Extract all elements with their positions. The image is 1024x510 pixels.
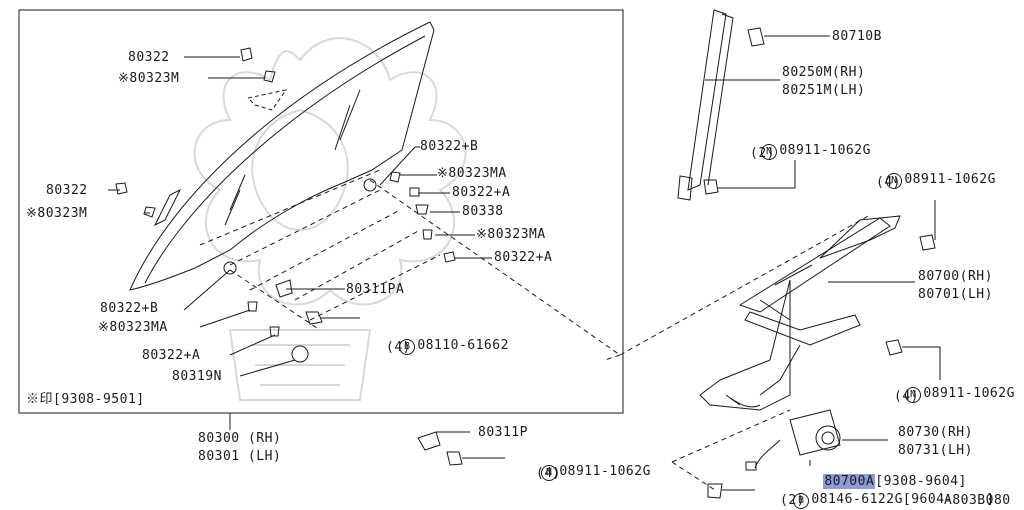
label-80322b-2: 80322+B: [100, 301, 159, 316]
label-08911-a-qty: (2): [750, 146, 775, 161]
label-80301: 80301 (LH): [198, 449, 282, 464]
label-80300: 80300 (RH): [198, 431, 282, 446]
label-08911-d-qty: (4): [536, 466, 561, 481]
fasteners-left: [115, 47, 456, 363]
label-80338: 80338: [462, 204, 504, 219]
label-80322a-3: 80322+A: [142, 348, 201, 363]
leader-lines-left: [108, 56, 492, 430]
label-08110-qty: (4): [386, 340, 411, 355]
asterisk-note: ※印[9308-9501]: [26, 392, 145, 407]
label-80700: 80700(RH): [918, 269, 993, 284]
label-80700a: 80700A[9308-9604]: [823, 474, 967, 489]
label-80322a-2: 80322+A: [494, 250, 553, 265]
label-80730: 80730(RH): [898, 425, 973, 440]
highlight-80700a: 80700A: [823, 474, 876, 489]
label-08911-b-qty: (4): [876, 175, 901, 190]
nut-n-icon: N: [886, 173, 903, 189]
label-80322b: 80322+B: [420, 139, 479, 154]
label-80323ma-2: ※80323MA: [476, 227, 546, 242]
guide-lines: [199, 169, 871, 491]
label-80322-2: 80322: [46, 183, 88, 198]
watermark-crest: [193, 37, 467, 401]
regulator-motor: [745, 409, 888, 471]
label-80323m-2: ※80323M: [26, 206, 88, 221]
diagram-code: A803B080: [944, 493, 1011, 508]
label-80323ma: ※80323MA: [437, 166, 507, 181]
fasteners-bottom: [417, 431, 755, 499]
label-80311p: 80311P: [478, 425, 528, 440]
bolt-b-icon: B: [399, 339, 416, 355]
window-regulator: [699, 200, 941, 411]
label-80250m: 80250M(RH): [782, 65, 866, 80]
label-80710b: 80710B: [832, 29, 882, 44]
label-80251m: 80251M(LH): [782, 83, 866, 98]
label-80322a: 80322+A: [452, 185, 511, 200]
label-08146-qty: (2): [780, 493, 805, 508]
label-80323m: ※80323M: [118, 71, 180, 86]
bolt-b-icon: B: [793, 493, 810, 509]
door-glass: [129, 21, 435, 291]
label-80322: 80322: [128, 50, 170, 65]
glass-assembly-frame: [18, 9, 624, 414]
nut-n-icon: N: [541, 465, 558, 481]
label-08911-c-qty: (4): [894, 389, 919, 404]
nut-n-icon: N: [905, 387, 922, 403]
nut-n-icon: N: [761, 144, 778, 160]
label-80731: 80731(LH): [898, 443, 973, 458]
label-80311pa: 80311PA: [346, 282, 405, 297]
label-80701: 80701(LH): [918, 287, 993, 302]
sash-channel: [677, 9, 830, 201]
label-80319n: 80319N: [172, 369, 222, 384]
label-80323ma-3: ※80323MA: [98, 320, 168, 335]
